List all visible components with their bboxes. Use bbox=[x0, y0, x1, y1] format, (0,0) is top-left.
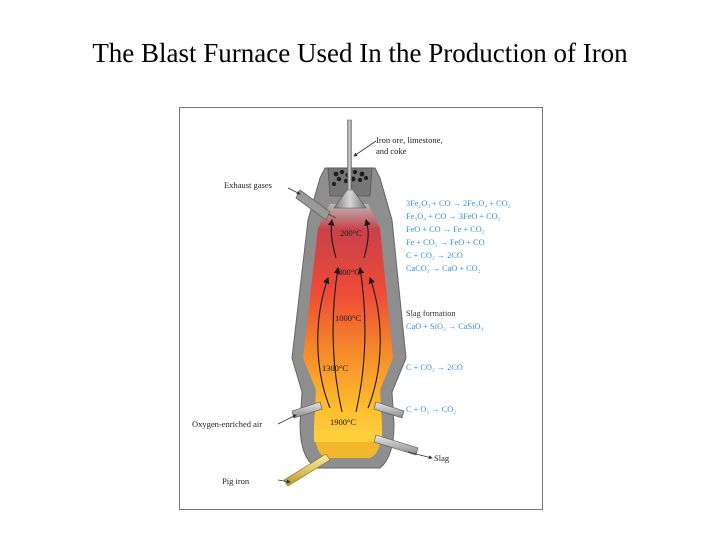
air-tuyere-right bbox=[373, 401, 405, 419]
oxygen-label: Oxygen-enriched air bbox=[192, 419, 262, 429]
page-title: The Blast Furnace Used In the Production… bbox=[92, 38, 628, 68]
charging-bell bbox=[333, 185, 367, 209]
pig-iron-label: Pig iron bbox=[222, 476, 250, 486]
reaction-line: Fe₃O₄ + CO → 3FeO + CO₂ bbox=[406, 212, 501, 221]
temp-label: 200°C bbox=[340, 228, 362, 238]
exhaust-pipe bbox=[295, 189, 331, 221]
reaction-line: 3Fe₂O₃ + CO → 2Fe₃O₄ + CO₂ bbox=[406, 199, 511, 208]
reaction-line: C + CO₂ → 2CO bbox=[406, 251, 463, 260]
molten-iron bbox=[316, 442, 380, 458]
feed-rod bbox=[347, 119, 352, 191]
reaction-low: C + O₂ → CO₂ bbox=[406, 405, 456, 414]
slag-layer bbox=[314, 430, 382, 442]
feed-label-line1: Iron ore, limestone, bbox=[376, 135, 443, 145]
slag-label: Slag bbox=[434, 453, 450, 463]
pig-iron-tap-pipe bbox=[283, 453, 331, 487]
exhaust-label: Exhaust gases bbox=[224, 180, 272, 190]
temp-label: 800°C bbox=[338, 267, 360, 277]
temp-label: 1900°C bbox=[330, 417, 356, 427]
gas-flow-arrows bbox=[317, 218, 381, 413]
slag-formation-heading: Slag formation bbox=[406, 309, 456, 318]
slag-tap-pipe bbox=[373, 434, 419, 456]
furnace-svg: Iron ore, limestone, and coke Exhaust ga… bbox=[192, 119, 511, 487]
reaction-mid: C + CO₂ → 2CO bbox=[406, 363, 463, 372]
temp-label: 1300°C bbox=[322, 363, 348, 373]
reaction-line: Fe + CO₂ → FeO + CO bbox=[406, 238, 485, 247]
leader-lines bbox=[277, 140, 433, 484]
slag-reaction: CaO + SiO₂ → CaSiO₃ bbox=[406, 322, 483, 331]
blast-furnace-diagram: Iron ore, limestone, and coke Exhaust ga… bbox=[179, 107, 543, 510]
reaction-line: FeO + CO → Fe + CO₂ bbox=[406, 225, 485, 234]
feed-label-line2: and coke bbox=[376, 146, 407, 156]
reaction-line: CaCO₃ → CaO + CO₂ bbox=[406, 264, 481, 273]
temp-label: 1000°C bbox=[335, 313, 361, 323]
